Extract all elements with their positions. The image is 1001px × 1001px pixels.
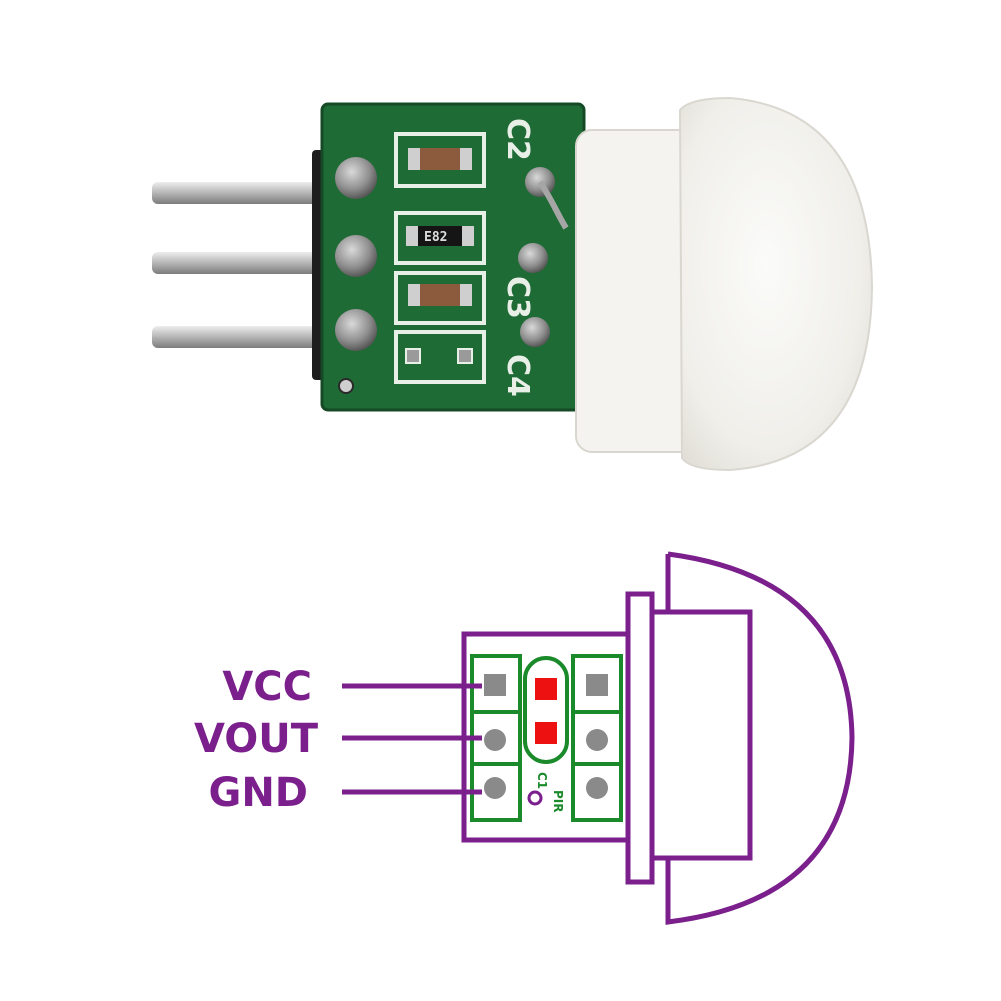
dome-outline (665, 551, 855, 925)
pinout-diagram: C1 PIR VCC VOUT GND (194, 551, 855, 925)
label-c1: C1 (535, 772, 549, 789)
capacitor-pad-top (535, 678, 557, 700)
pir-lens (575, 96, 874, 472)
pad-vcc (484, 674, 506, 696)
sensor-pad-1 (586, 674, 608, 696)
pin-label-gnd: GND (208, 770, 308, 816)
lens-outline (649, 609, 753, 861)
solder-joint-2 (335, 235, 377, 277)
header-pin-2 (152, 252, 327, 274)
label-pir: PIR (551, 790, 565, 813)
header-pin-3 (152, 326, 327, 348)
capacitor-pad-bottom (535, 722, 557, 744)
pin1-marker (527, 790, 543, 806)
sensor-solder-3 (520, 317, 550, 347)
lens-dome (678, 96, 874, 472)
test-pads (405, 348, 473, 364)
pad-gnd (484, 777, 506, 799)
solder-joint-1 (335, 157, 377, 199)
lens-base (575, 129, 697, 453)
smd-capacitor-bottom (408, 284, 472, 306)
sensor-pad-3 (586, 777, 608, 799)
smd-resistor-chip: E82 (406, 226, 474, 246)
pad-vout (484, 729, 506, 751)
label-c4: C4 (500, 354, 535, 397)
solder-joint-3 (335, 309, 377, 351)
flange-outline (625, 591, 655, 885)
pin-label-vcc: VCC (222, 664, 312, 710)
label-c3: C3 (500, 276, 535, 319)
capacitor-c1: C1 PIR (523, 656, 569, 813)
mounting-hole (338, 378, 354, 394)
sensor-pad-2 (586, 729, 608, 751)
header-pins (152, 150, 332, 380)
module-photo: E82 C2 C3 C4 (152, 96, 874, 472)
silkscreen-outlines (394, 132, 486, 384)
label-c2: C2 (500, 118, 535, 161)
smd-capacitor-top (408, 148, 472, 170)
right-pad-column (571, 654, 623, 822)
pin-label-vout: VOUT (194, 716, 319, 762)
chip-mark: E82 (424, 230, 447, 245)
header-pin-1 (152, 182, 327, 204)
sensor-solder-2 (518, 243, 548, 273)
